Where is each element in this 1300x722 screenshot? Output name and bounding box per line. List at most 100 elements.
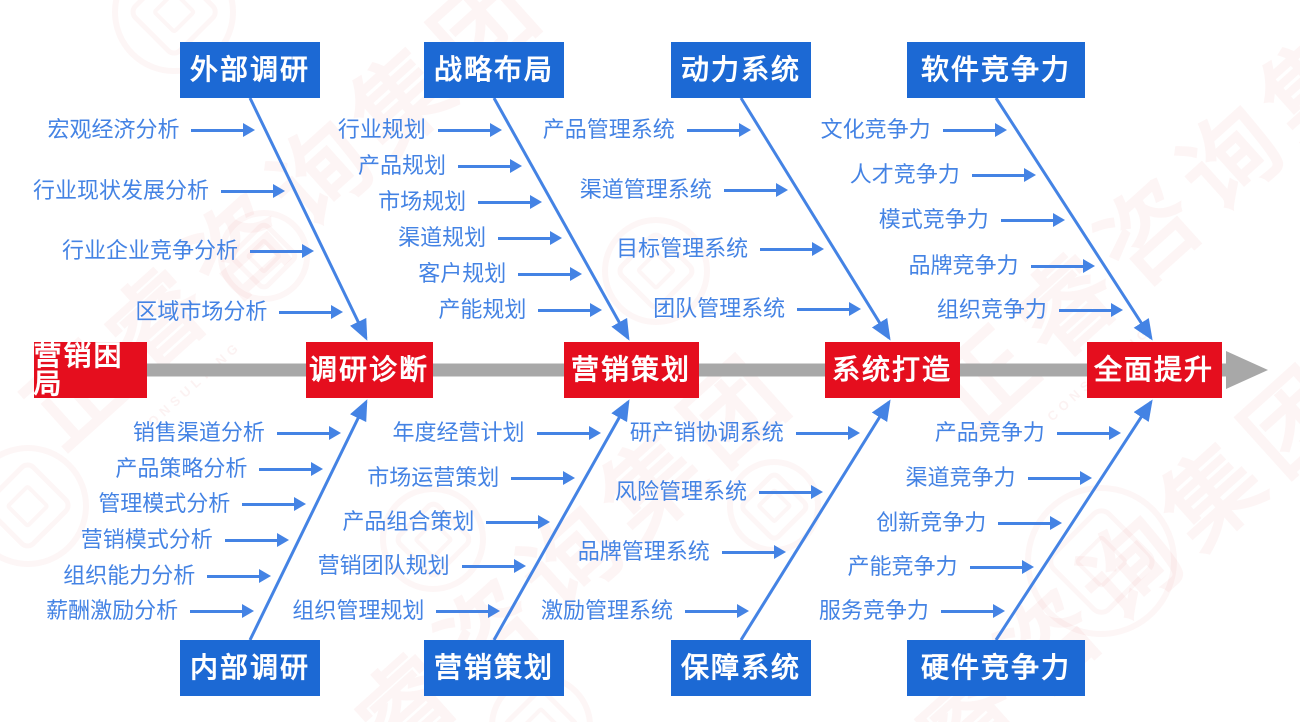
- arrow-right-icon: [478, 195, 543, 209]
- arrow-right-icon: [969, 560, 1034, 574]
- branch-title-box-bottom: 保障系统: [671, 640, 811, 696]
- arrow-head: [738, 123, 751, 137]
- arrow-head: [590, 303, 603, 317]
- arrow-shaft: [971, 173, 1025, 177]
- branch-title-box-bottom: 内部调研: [180, 640, 320, 696]
- arrow-head: [509, 159, 522, 173]
- arrow-right-icon: [207, 569, 272, 583]
- branch-item-bottom: 风险管理系统: [615, 477, 824, 507]
- branch-item-top: 渠道管理系统: [580, 175, 788, 205]
- arrow-shaft: [518, 272, 572, 276]
- branch-item-top: 组织竞争力: [937, 295, 1123, 325]
- branch-item-bottom: 营销模式分析: [81, 525, 289, 555]
- branch-item-bottom: 管理模式分析: [98, 489, 307, 519]
- arrow-shaft: [207, 574, 261, 578]
- arrow-right-icon: [461, 559, 526, 573]
- branch-item-label: 宏观经济分析: [47, 117, 180, 142]
- arrow-head: [311, 462, 324, 476]
- branch-item-bottom: 产品策略分析: [115, 454, 324, 484]
- branch-item-label: 产能规划: [438, 297, 527, 322]
- spine-stage-box: 系统打造: [824, 342, 960, 398]
- arrow-right-icon: [259, 462, 324, 476]
- spine-stage-box: 调研诊断: [305, 342, 433, 398]
- arrow-head: [812, 242, 825, 256]
- diagonal-arrow-bottom: [739, 399, 891, 641]
- arrow-head: [1110, 303, 1123, 317]
- branch-item-top: 品牌竞争力: [908, 251, 1095, 281]
- arrow-head: [331, 305, 344, 319]
- branch-item-top: 文化竞争力: [821, 115, 1007, 145]
- arrow-right-icon: [486, 515, 551, 529]
- spine-stage-box: 营销策划: [563, 342, 699, 398]
- arrow-shaft: [721, 550, 775, 554]
- diagonal-arrow-top: [994, 97, 1153, 341]
- arrow-shaft: [457, 164, 511, 168]
- arrow-shaft: [1000, 218, 1054, 222]
- arrow-right-icon: [1058, 303, 1123, 317]
- arrow-shaft: [190, 609, 244, 613]
- arrow-right-icon: [686, 123, 751, 137]
- arrow-head: [811, 485, 824, 499]
- branch-item-label: 产品规划: [357, 153, 446, 178]
- arrow-shaft: [760, 247, 814, 251]
- arrow-right-icon: [942, 123, 1007, 137]
- branch-item-label: 行业规划: [337, 117, 426, 142]
- branch-item-top: 目标管理系统: [616, 234, 825, 264]
- arrow-right-icon: [1056, 426, 1121, 440]
- arrow-right-icon: [276, 426, 341, 440]
- arrow-right-icon: [436, 604, 501, 618]
- branch-item-label: 产品管理系统: [542, 117, 675, 142]
- branch-item-label: 市场运营策划: [367, 465, 500, 490]
- branch-title-box-top: 战略布局: [424, 42, 564, 98]
- branch-title-box-bottom: 硬件竞争力: [907, 640, 1085, 696]
- branch-item-label: 行业企业竞争分析: [61, 238, 238, 263]
- arrow-right-icon: [760, 242, 825, 256]
- diagonal-arrow-bottom: [492, 399, 630, 641]
- arrow-head: [489, 123, 502, 137]
- arrow-head: [1108, 426, 1121, 440]
- branch-item-label: 产能竞争力: [847, 554, 958, 579]
- branch-item-top: 宏观经济分析: [47, 115, 256, 145]
- arrow-shaft: [461, 564, 515, 568]
- arrow-shaft: [538, 308, 592, 312]
- branch-item-label: 组织管理规划: [292, 598, 425, 623]
- arrow-right-icon: [437, 123, 502, 137]
- arrow-right-icon: [795, 426, 860, 440]
- arrow-head: [513, 559, 526, 573]
- arrow-head: [994, 123, 1007, 137]
- arrow-head: [1021, 560, 1034, 574]
- arrow-shaft: [1027, 476, 1081, 480]
- branch-item-top: 产品规划: [358, 151, 522, 181]
- arrow-head: [570, 267, 583, 281]
- arrow-head: [538, 515, 551, 529]
- arrow-shaft: [259, 467, 313, 471]
- arrow-head: [1079, 471, 1092, 485]
- branch-item-label: 研产销协调系统: [629, 420, 784, 445]
- arrow-shaft: [224, 538, 278, 542]
- branch-item-label: 团队管理系统: [653, 296, 786, 321]
- arrow-head: [1050, 516, 1063, 530]
- branch-item-bottom: 渠道竞争力: [906, 463, 1092, 493]
- branch-item-label: 产品策略分析: [115, 456, 248, 481]
- branch-item-bottom: 薪酬激励分析: [46, 596, 255, 626]
- arrow-head: [272, 184, 285, 198]
- arrow-shaft: [686, 128, 740, 132]
- branch-item-label: 组织能力分析: [63, 563, 196, 588]
- arrow-shaft: [969, 565, 1023, 569]
- branch-item-bottom: 组织能力分析: [63, 561, 272, 591]
- branch-item-label: 产品竞争力: [934, 420, 1045, 445]
- diagonal-arrow-bottom: [248, 399, 368, 641]
- branch-item-top: 行业现状发展分析: [33, 176, 285, 206]
- branch-item-label: 目标管理系统: [616, 236, 749, 261]
- branch-item-top: 区域市场分析: [135, 297, 344, 327]
- branch-item-bottom: 激励管理系统: [541, 596, 750, 626]
- diagonal-arrow-top: [248, 97, 368, 341]
- arrow-shaft: [536, 431, 590, 435]
- branch-item-bottom: 组织管理规划: [292, 596, 501, 626]
- arrow-head: [550, 231, 563, 245]
- arrow-head: [259, 569, 272, 583]
- branch-title-box-top: 软件竞争力: [907, 42, 1085, 98]
- branch-item-top: 行业规划: [338, 115, 502, 145]
- branch-item-bottom: 销售渠道分析: [133, 418, 341, 448]
